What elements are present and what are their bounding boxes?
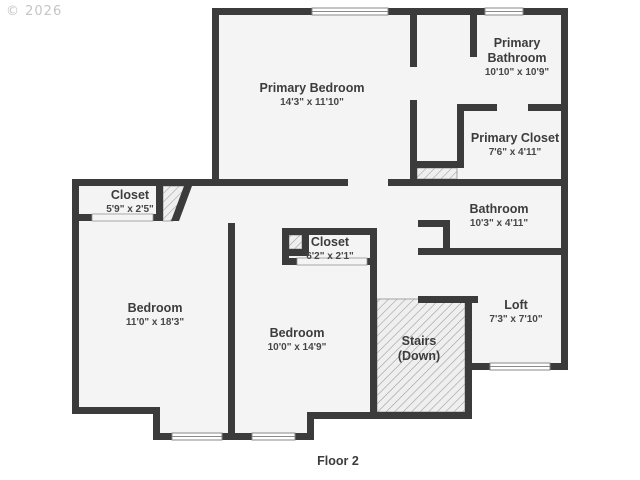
window [484,7,524,16]
chase-hatch-primary-closet [416,167,458,180]
window [489,362,551,371]
angled-wall [171,186,192,221]
window [171,432,223,441]
closet-opening [296,257,368,266]
walls [72,8,568,440]
floor-caption: Floor 2 [317,454,359,468]
window [251,432,296,441]
copyright-watermark: © 2026 [6,4,63,19]
chase-hatch-middle-closet [288,234,303,250]
floor-plate [72,8,568,440]
openings [91,213,368,266]
closet-opening [91,213,154,222]
window [311,7,389,16]
windows [171,7,551,441]
stairs-hatch [376,298,466,413]
